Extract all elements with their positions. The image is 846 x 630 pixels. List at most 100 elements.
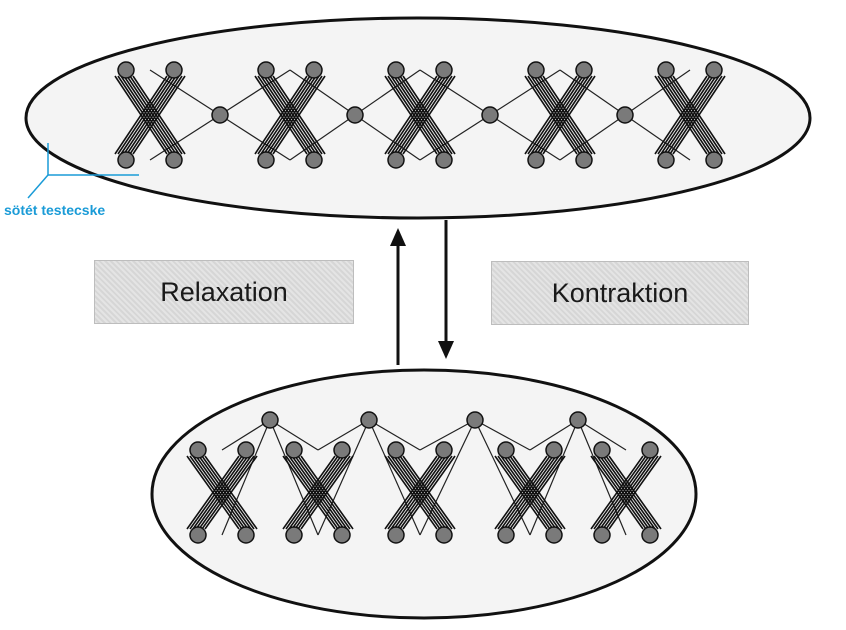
dark-body xyxy=(189,526,207,544)
dark-body xyxy=(481,106,499,124)
filament-strand xyxy=(390,455,444,530)
filament-strand xyxy=(533,75,587,155)
annotation-leader-diagonal xyxy=(27,174,49,199)
dark-body xyxy=(387,441,405,459)
dark-body xyxy=(497,526,515,544)
filament-strand xyxy=(266,75,320,155)
filament-strand xyxy=(282,455,336,530)
filament-strand xyxy=(294,455,348,530)
filament-strand xyxy=(384,455,438,530)
filament-strand xyxy=(602,455,656,530)
relaxation-label: Relaxation xyxy=(160,276,288,307)
dark-body xyxy=(497,441,515,459)
filament-strand xyxy=(506,455,560,530)
filament-strand xyxy=(663,75,717,155)
connector-line xyxy=(419,69,491,116)
filament-strand xyxy=(254,75,308,155)
dark-body xyxy=(333,441,351,459)
filament-strand xyxy=(402,75,456,155)
filament-strand xyxy=(192,455,246,530)
dark-body xyxy=(435,151,453,169)
filament-strand xyxy=(201,455,255,530)
dark-body xyxy=(211,106,229,124)
connector-line xyxy=(149,114,221,161)
dark-body-annotation: sötét testecske xyxy=(4,202,106,218)
dark-body xyxy=(575,151,593,169)
connector-line xyxy=(577,419,627,451)
filament-strand xyxy=(666,75,720,155)
relaxation-label-box: Relaxation xyxy=(94,260,354,324)
connector-line xyxy=(149,69,221,116)
filament-strand xyxy=(396,75,450,155)
connector-line xyxy=(624,114,691,161)
dark-body xyxy=(435,441,453,459)
filament-strand xyxy=(399,75,453,155)
filament-strand xyxy=(399,455,453,530)
contraction-label: Kontraktion xyxy=(551,277,689,308)
filament-strand xyxy=(654,75,708,155)
filament-strand xyxy=(497,455,551,530)
connector-line xyxy=(289,69,356,116)
dark-body xyxy=(237,526,255,544)
connector-line xyxy=(269,419,319,451)
dark-body xyxy=(545,526,563,544)
filament-strand xyxy=(204,455,258,530)
dark-body xyxy=(657,151,675,169)
dark-body xyxy=(641,526,659,544)
filament-strand xyxy=(599,455,653,530)
dark-body xyxy=(657,61,675,79)
filament-strand xyxy=(509,455,563,530)
filament-strand xyxy=(536,75,590,155)
filament-strand xyxy=(189,455,243,530)
filament-strand xyxy=(672,75,726,155)
filament-strand xyxy=(494,455,548,530)
filament-strand xyxy=(123,75,177,155)
filament-strand xyxy=(387,75,441,155)
filament-strand xyxy=(260,75,314,155)
filament-strand xyxy=(396,455,450,530)
filament-strand xyxy=(669,75,723,155)
filament-strand xyxy=(503,455,557,530)
dark-body xyxy=(545,441,563,459)
contracted-network xyxy=(186,411,662,544)
filament-strand xyxy=(291,455,345,530)
filament-strand xyxy=(297,455,351,530)
dark-body xyxy=(257,151,275,169)
dark-body xyxy=(261,411,279,429)
arrow-up-icon xyxy=(390,228,406,365)
dark-body xyxy=(346,106,364,124)
connector-line xyxy=(368,419,421,451)
dark-body xyxy=(705,61,723,79)
filament-strand xyxy=(195,455,249,530)
connector-line xyxy=(489,69,561,116)
filament-strand xyxy=(285,455,339,530)
dark-body xyxy=(387,526,405,544)
relaxed-muscle-cell xyxy=(24,16,812,220)
filament-strand xyxy=(660,75,714,155)
filament-strand xyxy=(126,75,180,155)
dark-body xyxy=(593,526,611,544)
dark-body xyxy=(569,411,587,429)
connector-line xyxy=(419,419,476,451)
connector-line xyxy=(317,419,370,451)
filament-strand xyxy=(263,75,317,155)
filament-strand xyxy=(524,75,578,155)
connector-line xyxy=(354,69,421,116)
dark-body xyxy=(593,441,611,459)
filament-strand xyxy=(608,455,662,530)
dark-body xyxy=(435,526,453,544)
dark-body xyxy=(305,61,323,79)
filament-strand xyxy=(539,75,593,155)
dark-body xyxy=(466,411,484,429)
connector-line xyxy=(219,114,291,161)
arrow-down-icon xyxy=(438,220,454,359)
filament-strand xyxy=(512,455,566,530)
connector-line xyxy=(221,419,271,451)
dark-body xyxy=(165,61,183,79)
dark-body xyxy=(165,151,183,169)
filament-strand xyxy=(596,455,650,530)
connector-line xyxy=(489,114,561,161)
filament-strand xyxy=(402,455,456,530)
dark-body xyxy=(616,106,634,124)
connector-line xyxy=(219,69,291,116)
